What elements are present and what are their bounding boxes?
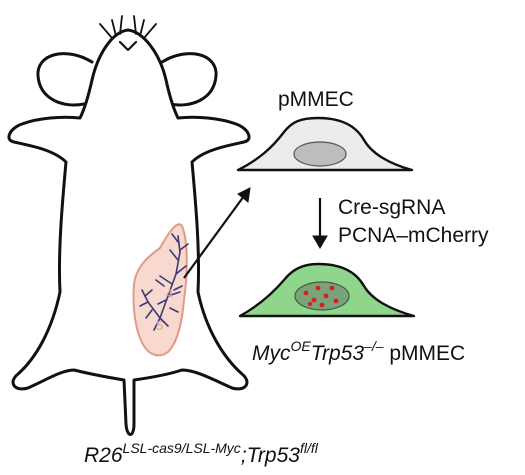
cell-top-icon bbox=[236, 116, 414, 172]
gland-number-5: 5 bbox=[156, 318, 163, 333]
cell-top-nucleus bbox=[293, 141, 347, 167]
cell-bottom-gene2-sup: –/– bbox=[363, 338, 384, 354]
genotype-base: R26 bbox=[84, 444, 123, 467]
genotype-base-sup: LSL-cas9/LSL-Myc bbox=[123, 440, 241, 456]
cell-bottom-gene: Myc bbox=[252, 342, 291, 365]
genotype-gene: Trp53 bbox=[247, 444, 301, 467]
pcna-foci-icon bbox=[303, 285, 339, 308]
mammary-gland-icon: 4 5 bbox=[132, 223, 189, 357]
duct-tree bbox=[139, 233, 189, 331]
gland-number-4: 4 bbox=[166, 286, 173, 301]
treatment-arrow bbox=[312, 198, 328, 249]
right-ear-icon bbox=[160, 52, 218, 107]
left-ear-icon bbox=[36, 52, 94, 107]
cell-top-label: pMMEC bbox=[278, 88, 354, 111]
genotype-gene-sup: fl/fl bbox=[300, 440, 319, 456]
whiskers-icon bbox=[99, 15, 157, 39]
cell-bottom-cell: pMMEC bbox=[384, 342, 466, 365]
gland-tissue bbox=[132, 223, 188, 357]
cell-bottom-gene-sup: OE bbox=[291, 338, 312, 354]
cell-bottom-label: MycOETrp53–/– pMMEC bbox=[252, 338, 465, 365]
mouse-genotype-label: R26LSL-cas9/LSL-Myc;Trp53fl/fl bbox=[84, 440, 319, 467]
nose-icon bbox=[118, 40, 138, 52]
cell-bottom-gene2: Trp53 bbox=[311, 342, 365, 365]
cell-bottom-icon bbox=[238, 262, 416, 318]
mouse-icon bbox=[7, 28, 251, 436]
isolation-arrow bbox=[183, 187, 251, 279]
genotype-sep: ; bbox=[241, 444, 247, 467]
treatment-line2: PCNA–mCherry bbox=[338, 224, 489, 247]
mouse-body bbox=[7, 28, 251, 436]
treatment-line1: Cre-sgRNA bbox=[338, 196, 445, 219]
